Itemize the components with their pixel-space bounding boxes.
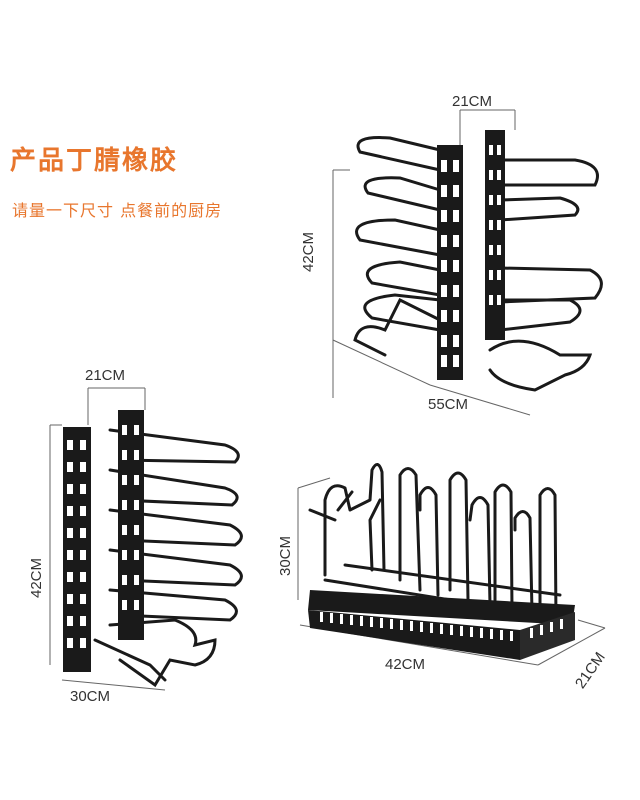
top-rack-depth-label: 21CM bbox=[452, 93, 493, 110]
top-rack-illustration bbox=[332, 109, 603, 416]
left-rack-depth-label: 21CM bbox=[85, 367, 126, 384]
lid-rack-illustration bbox=[297, 463, 606, 666]
product-title: 产品丁腈橡胶 bbox=[10, 146, 179, 176]
left-rack-width-label: 30CM bbox=[70, 688, 111, 705]
left-rack-illustration bbox=[49, 387, 243, 691]
product-subtitle: 请量一下尺寸 点餐前的厨房 bbox=[12, 201, 223, 220]
lid-rack-length-label: 42CM bbox=[385, 656, 426, 673]
top-rack-width-label: 55CM bbox=[428, 396, 469, 413]
